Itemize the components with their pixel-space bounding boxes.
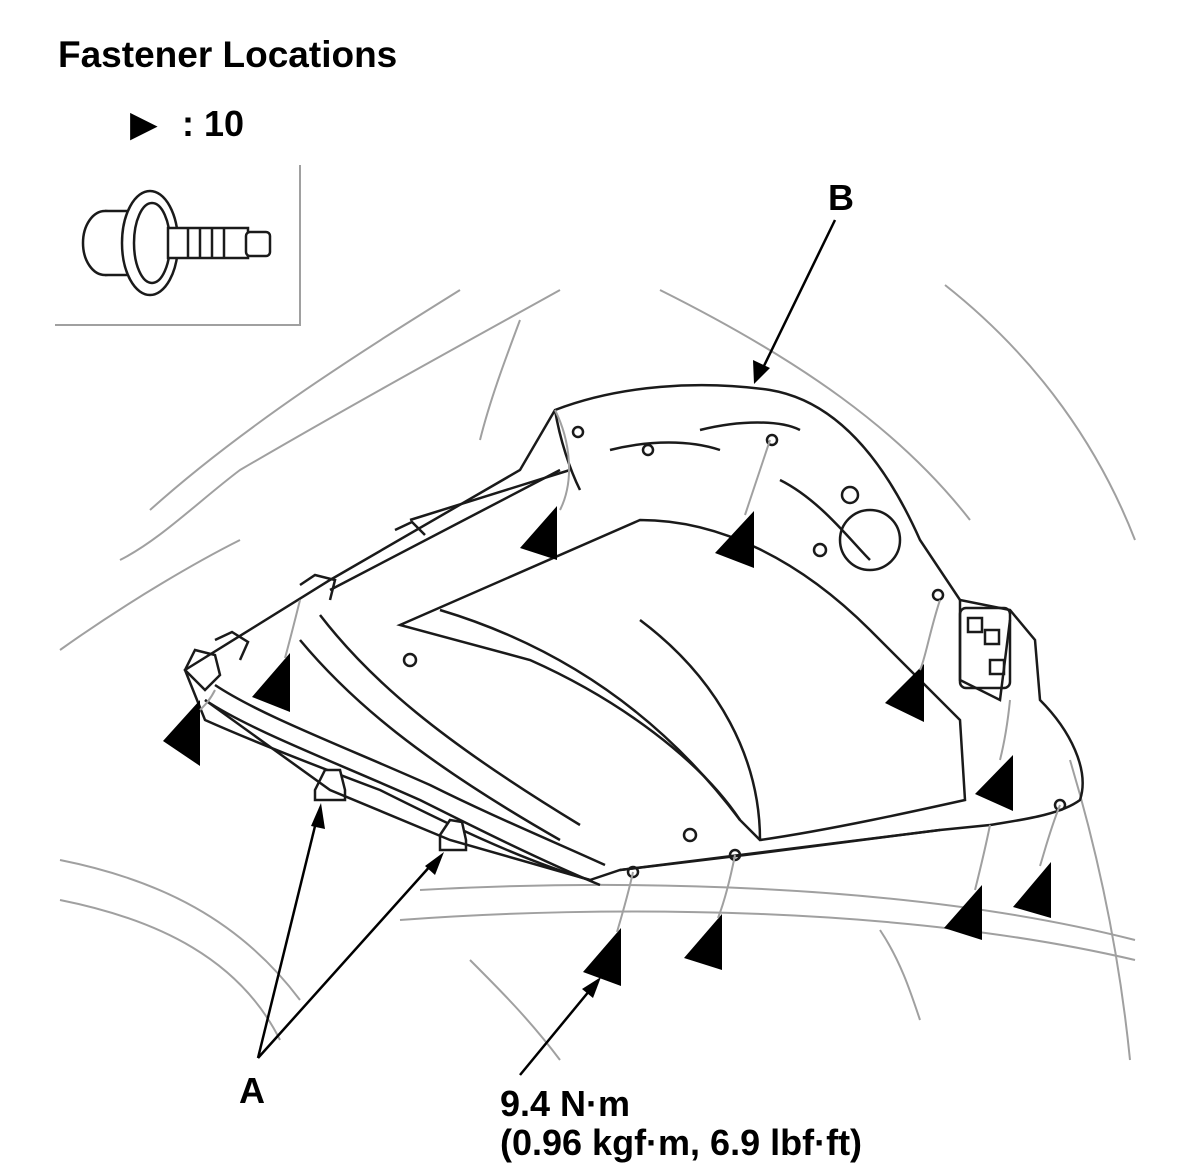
torque-spec-kgf-lbf: (0.96 kgf·m, 6.9 lbf·ft) xyxy=(500,1122,863,1163)
fastener-marker xyxy=(885,664,924,722)
fastener-marker xyxy=(944,885,982,940)
fastener-marker xyxy=(1013,862,1051,918)
fastener-marker xyxy=(163,700,200,766)
fastener-quantity: : 10 xyxy=(182,103,245,144)
under-cover xyxy=(183,383,1084,887)
fastener-marker xyxy=(252,653,290,712)
callout-label-a: A xyxy=(239,1070,265,1111)
diagram-title: Fastener Locations xyxy=(58,34,398,75)
bolt-legend-box xyxy=(55,165,301,326)
fastener-marker xyxy=(684,914,722,970)
flange-bolt-icon xyxy=(81,189,272,297)
vehicle-body-outline xyxy=(59,284,1136,1061)
fastener-marker xyxy=(715,511,754,568)
fastener-marker xyxy=(975,755,1013,811)
triangle-pointer-icon: ▶ xyxy=(130,103,158,144)
fastener-marker xyxy=(520,506,557,560)
torque-spec-nm: 9.4 N·m xyxy=(500,1083,631,1124)
fastener-markers xyxy=(163,506,1051,986)
fastener-marker xyxy=(583,928,621,986)
leader-lines xyxy=(199,219,1061,1076)
callout-label-b: B xyxy=(828,177,854,218)
